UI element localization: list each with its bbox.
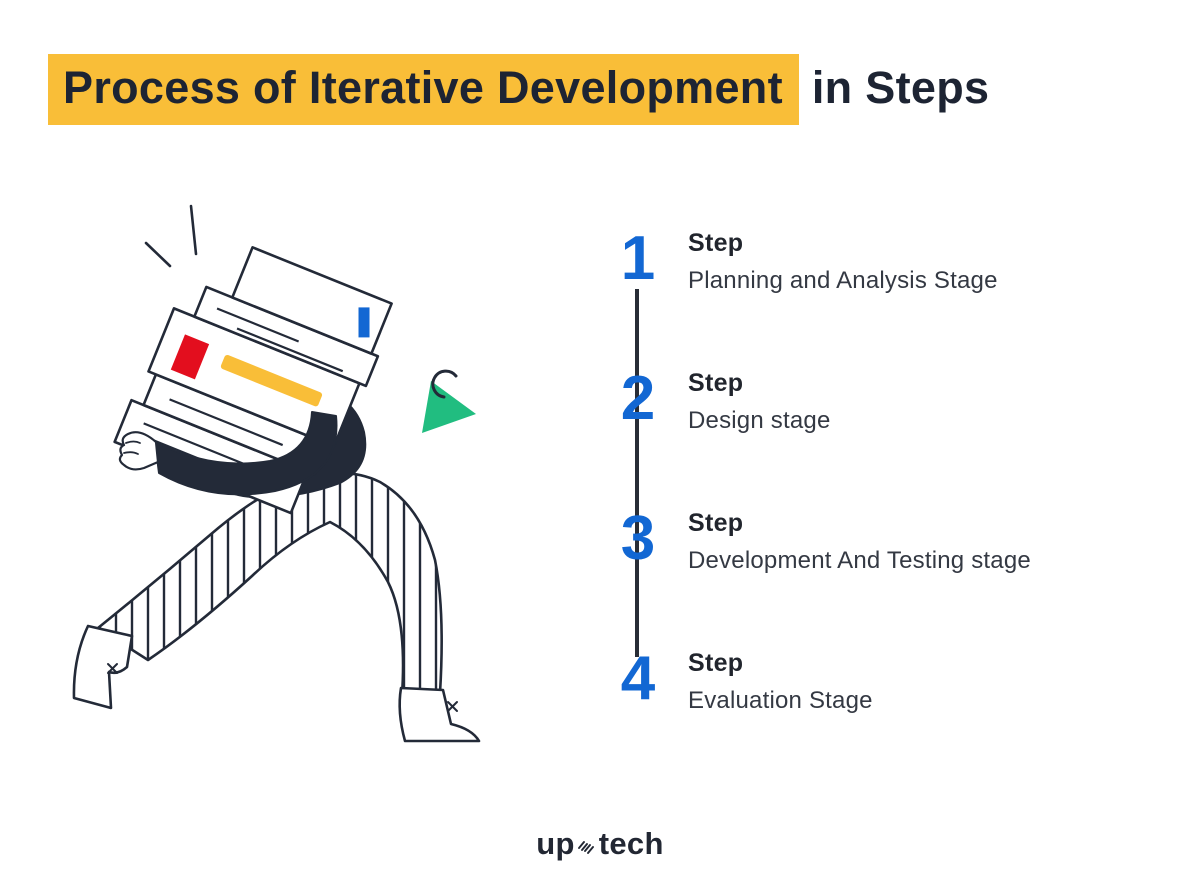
timeline-line [635,289,639,657]
logo-prefix: up [536,826,575,861]
logo-suffix: tech [598,826,664,861]
shoe-x-mark-icon [447,701,458,712]
step-4-description: Evaluation Stage [688,687,873,714]
step-1: Step Planning and Analysis Stage [688,229,998,295]
person-arm [154,411,338,496]
step-2: Step Design stage [688,369,831,435]
step-3-description: Development And Testing stage [688,547,1031,574]
step-2-number: 2 [620,364,656,433]
box-blue-label [358,307,370,338]
shoe-x-mark-icon [107,663,118,674]
green-cursor-triangle-icon [422,381,476,433]
step-3-label: Step [688,509,744,537]
box-top [231,246,393,355]
spring-icon [577,841,594,854]
hook-line-icon [431,369,458,399]
motion-lines-icon [144,204,198,268]
shoe-back [398,686,481,743]
step-3-number: 3 [620,504,656,573]
step-1-description: Planning and Analysis Stage [688,267,998,294]
title-highlighted-text: Process of Iterative Development [48,54,799,125]
person-hand [118,431,160,471]
box-red-label [170,334,210,380]
step-4: Step Evaluation Stage [688,649,873,715]
step-4-label: Step [688,649,744,677]
shoe-front [72,624,134,710]
step-3: Step Development And Testing stage [688,509,1031,575]
person-legs [96,471,443,697]
step-2-description: Design stage [688,407,831,434]
person-carrying-boxes-illustration [72,204,481,743]
title-plain-text: in Steps [811,62,990,113]
step-2-label: Step [688,369,744,397]
step-1-number: 1 [620,224,656,293]
step-1-label: Step [688,229,744,257]
box-yellow-label [220,354,323,407]
step-4-number: 4 [620,644,656,713]
uptech-logo: up tech [0,826,1200,862]
